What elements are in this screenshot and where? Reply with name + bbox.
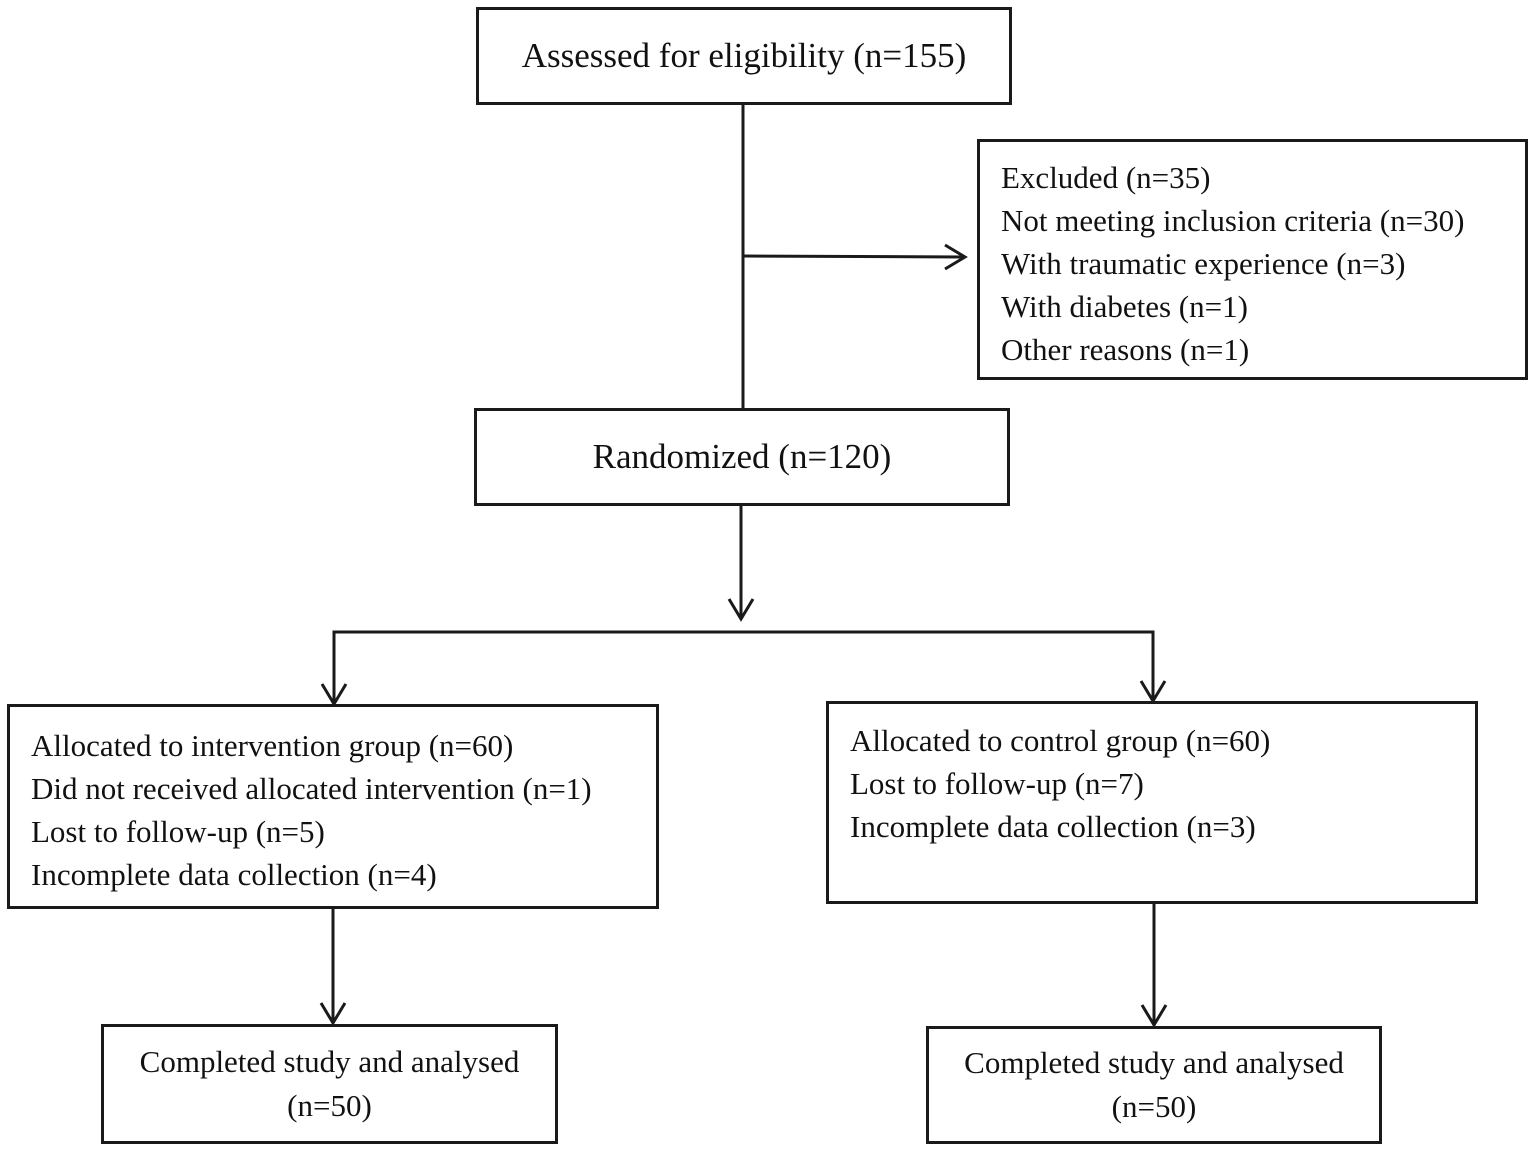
completed-control-box: Completed study and analysed (n=50)	[926, 1026, 1382, 1144]
arrowhead-intervention	[320, 683, 348, 707]
intervention-detail: Did not received allocated intervention …	[31, 771, 592, 806]
arrowhead-completed-control	[1140, 1004, 1168, 1028]
completed-intervention-box: Completed study and analysed (n=50)	[101, 1024, 558, 1144]
completed-control-label: Completed study and analysed	[964, 1045, 1344, 1080]
arrowhead-excluded	[944, 243, 968, 271]
control-group-box: Allocated to control group (n=60) Lost t…	[826, 701, 1478, 904]
eligibility-box: Assessed for eligibility (n=155)	[476, 7, 1012, 105]
completed-intervention-label: Completed study and analysed	[139, 1044, 520, 1079]
intervention-group-box: Allocated to intervention group (n=60) D…	[7, 704, 659, 909]
excluded-reason: With diabetes (n=1)	[1001, 289, 1248, 324]
completed-control-count: (n=50)	[1111, 1089, 1197, 1124]
arrowhead-completed-intervention	[319, 1002, 347, 1026]
control-detail: Incomplete data collection (n=3)	[850, 809, 1256, 844]
arrowhead-randomized	[727, 598, 755, 622]
completed-intervention-count: (n=50)	[287, 1088, 372, 1123]
excluded-reason: Other reasons (n=1)	[1001, 332, 1250, 367]
intervention-allocated: Allocated to intervention group (n=60)	[31, 728, 514, 763]
excluded-box: Excluded (n=35) Not meeting inclusion cr…	[977, 139, 1528, 380]
connector-to-excluded	[742, 254, 964, 259]
control-allocated: Allocated to control group (n=60)	[850, 723, 1271, 758]
randomized-box: Randomized (n=120)	[474, 408, 1010, 506]
eligibility-label: Assessed for eligibility (n=155)	[521, 36, 967, 75]
arrowhead-control	[1139, 680, 1167, 704]
randomized-label: Randomized (n=120)	[592, 437, 892, 476]
excluded-reason: Not meeting inclusion criteria (n=30)	[1001, 203, 1465, 238]
control-detail: Lost to follow-up (n=7)	[850, 766, 1144, 801]
intervention-detail: Lost to follow-up (n=5)	[31, 814, 325, 849]
excluded-total: Excluded (n=35)	[1001, 160, 1211, 195]
intervention-detail: Incomplete data collection (n=4)	[31, 857, 437, 892]
excluded-reason: With traumatic experience (n=3)	[1001, 246, 1406, 281]
connector-allocation-split	[332, 630, 1155, 702]
